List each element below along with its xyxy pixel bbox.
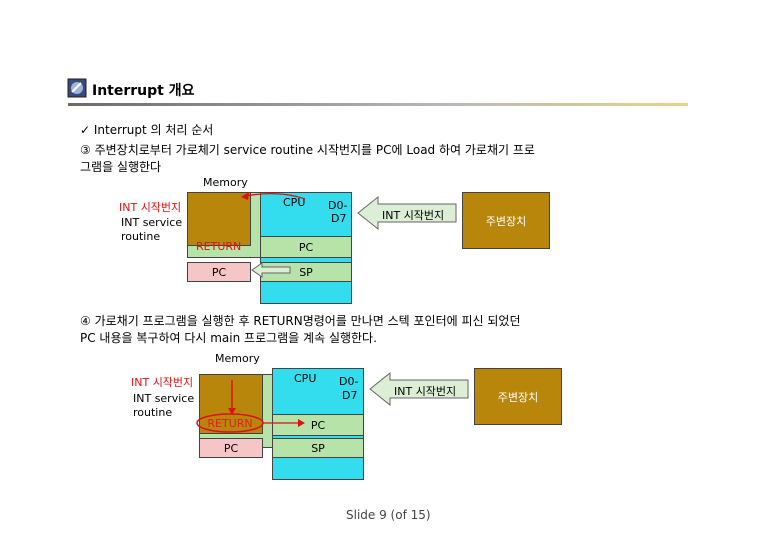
title-divider [68,103,688,106]
int-service-label-2-1: INT service [133,392,195,405]
d0-label: D0- [328,199,348,212]
interrupt-address-arrow-2 [369,371,469,407]
section-heading: ✓ Interrupt 의 처리 순서 [80,123,214,137]
d7-label: D7 [331,212,347,225]
return-label-2: RETURN [207,416,253,430]
jump-to-routine-arrow [244,192,306,200]
step4-line2: PC 내용을 복구하여 다시 main 프로그램을 계속 실행한다. [80,331,377,345]
page-title: Interrupt 개요 [92,83,195,99]
push-pc-arrow [251,262,291,278]
return-cell: RETURN [187,236,249,256]
d0-label-2: D0- [339,375,359,388]
stack-pc-label: PC [211,265,227,279]
return-highlight-oval [196,413,264,433]
pc-register-label: PC [298,240,314,254]
int-service-label-2: routine [121,230,161,243]
return-cell-2: RETURN [199,414,261,432]
sp-register-label-2: SP [311,441,325,455]
peripheral-label: 주변장치 [485,214,527,228]
slide-icon [67,78,87,98]
sp-register-label: SP [299,265,313,279]
cpu-label: CPU [283,196,306,209]
slide-number: Slide 9 (of 15) [346,508,431,522]
int-service-label-1: INT service [121,216,183,229]
pc-register-2: PC [272,414,364,436]
pc-register-label-2: PC [310,418,326,432]
stack-pc-cell: PC [187,262,251,282]
peripheral-device: 주변장치 [462,192,550,249]
memory-label: Memory [203,176,248,189]
stack-pc-cell-2: PC [199,438,263,458]
cpu-label-2: CPU [294,372,317,385]
step3-line2: 그램을 실행한다 [80,160,162,174]
int-address-label-2: INT 시작번지 [131,376,194,389]
step4-line1: ④ 가로채기 프로그램을 실행한 후 RETURN명령어를 만나면 스텍 포인터… [80,314,521,328]
peripheral-label-2: 주변장치 [497,390,539,404]
return-label: RETURN [196,239,242,253]
sp-register-2: SP [272,438,364,458]
interrupt-address-arrow [357,195,457,231]
int-service-routine-block [187,192,251,246]
step3-line1: ③ 주변장치로부터 가로체기 service routine 시작번지를 PC에… [80,143,535,157]
peripheral-device-2: 주변장치 [474,368,562,425]
arrow-label-int-address-2: INT 시작번지 [394,385,457,398]
arrow-label-int-address: INT 시작번지 [382,209,445,222]
stack-pc-label-2: PC [223,441,239,455]
int-address-label: INT 시작번지 [119,201,182,214]
int-service-routine-block-2 [199,374,263,434]
d7-label-2: D7 [342,389,358,402]
pc-register: PC [260,236,352,258]
int-service-label-2-2: routine [133,406,173,419]
memory-label-2: Memory [215,352,260,365]
